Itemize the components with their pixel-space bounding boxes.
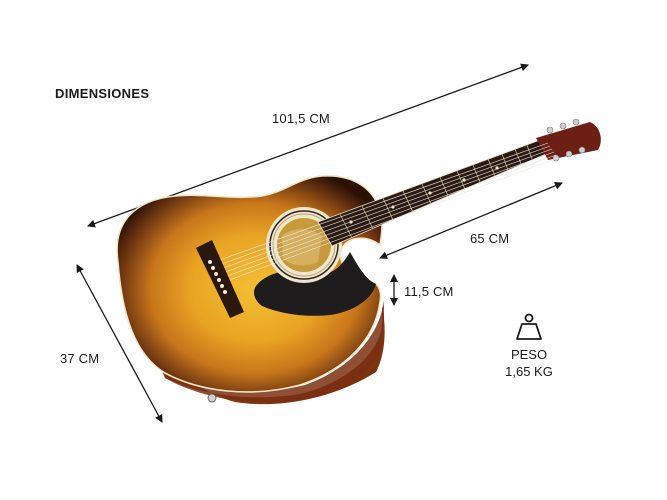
body-width-arrow xyxy=(76,264,163,423)
body-width-label: 37 CM xyxy=(60,351,100,366)
weight-value: 1,65 KG xyxy=(505,364,553,379)
weight-label: PESO xyxy=(510,347,548,362)
scale-length-label: 65 CM xyxy=(470,231,510,246)
scale-length-arrow xyxy=(379,181,563,260)
total-length-label: 101,5 CM xyxy=(272,111,330,126)
body-depth-label: 11,5 CM xyxy=(404,284,454,299)
weight-icon xyxy=(516,313,542,340)
weight-info: PESO 1,65 KG xyxy=(498,312,560,380)
pickguard xyxy=(254,252,376,316)
